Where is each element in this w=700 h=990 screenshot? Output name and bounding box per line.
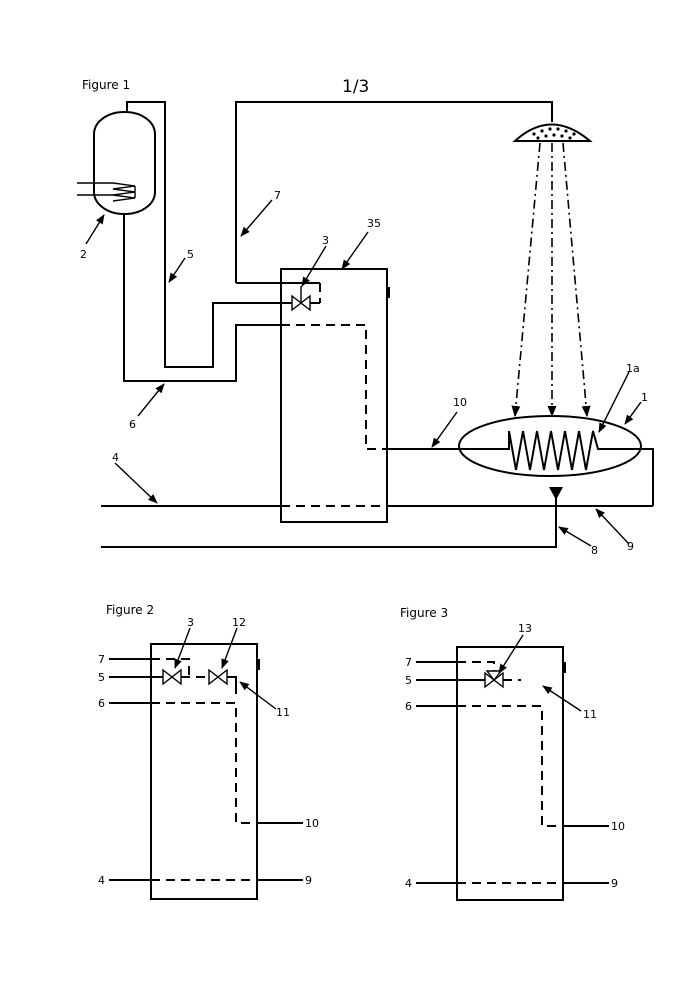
fig3-label-10: 10 [611,820,625,833]
fig2-leader-12 [222,628,237,668]
fig2-label-3: 3 [187,616,194,629]
figure-2-title: Figure 2 [106,603,154,617]
fig3-label-5: 5 [405,674,412,687]
label-5: 5 [187,248,194,261]
label-8: 8 [591,544,598,557]
fig2-label-9: 9 [305,874,312,887]
unit-indicator [386,287,390,298]
fig2-valve-3 [163,670,181,684]
label-1: 1 [641,391,648,404]
fig3-label-7: 7 [405,656,412,669]
storage-tank [94,112,155,214]
sheet-number: 1/3 [342,77,369,97]
pipe-7 [236,102,552,283]
spray-lines [515,143,587,416]
pipe-5 [127,102,292,367]
figure-3-title: Figure 3 [400,606,448,620]
fig2-label-7: 7 [98,653,105,666]
fig3-control-unit [457,647,563,900]
fig3-valve-13 [485,671,503,687]
figure-3: Figure 3 13 7 5 6 11 10 4 9 [400,606,625,900]
fig3-label-6: 6 [405,700,412,713]
outlet-arrow [549,487,563,500]
figure-1-title: Figure 1 [82,78,130,92]
fig2-label-10: 10 [305,817,319,830]
tank-heating-coil [77,183,135,201]
fig3-internal-7 [457,662,494,671]
fig3-label-11: 11 [583,708,597,721]
fig2-label-5: 5 [98,671,105,684]
label-2: 2 [80,248,87,261]
label-10: 10 [453,396,467,409]
label-4: 4 [112,451,119,464]
collector-1 [459,416,641,476]
fig2-label-12: 12 [232,616,246,629]
fig2-line-11 [227,677,236,694]
pipe-6 [124,214,281,381]
fig2-leader-3 [175,628,190,668]
figure-1: Figure 1 [77,78,653,557]
fig3-label-4: 4 [405,877,412,890]
valve-3 [236,283,320,310]
collector-coil [459,431,641,470]
fig2-label-11: 11 [276,706,290,719]
label-3: 3 [322,234,329,247]
label-1a: 1a [626,362,640,375]
fig3-label-13: 13 [518,622,532,635]
figure-2: Figure 2 3 12 7 [98,603,319,899]
label-7: 7 [274,189,281,202]
fig3-leader-13 [499,635,523,673]
fig2-internal-7 [151,659,189,677]
fig2-label-6: 6 [98,697,105,710]
fig3-unit-indicator [562,662,566,673]
fig3-internal-6-10 [457,706,563,826]
label-35: 35 [367,217,381,230]
fig2-internal-6-10 [151,703,257,823]
shower-head [515,125,590,142]
internal-line-6-10 [281,325,387,449]
label-6: 6 [129,418,136,431]
fig3-label-9: 9 [611,877,618,890]
fig2-unit-indicator [256,659,260,670]
fig2-valve-12 [209,670,227,684]
label-9: 9 [627,540,634,553]
fig2-label-4: 4 [98,874,105,887]
pipe-9 [641,449,653,506]
